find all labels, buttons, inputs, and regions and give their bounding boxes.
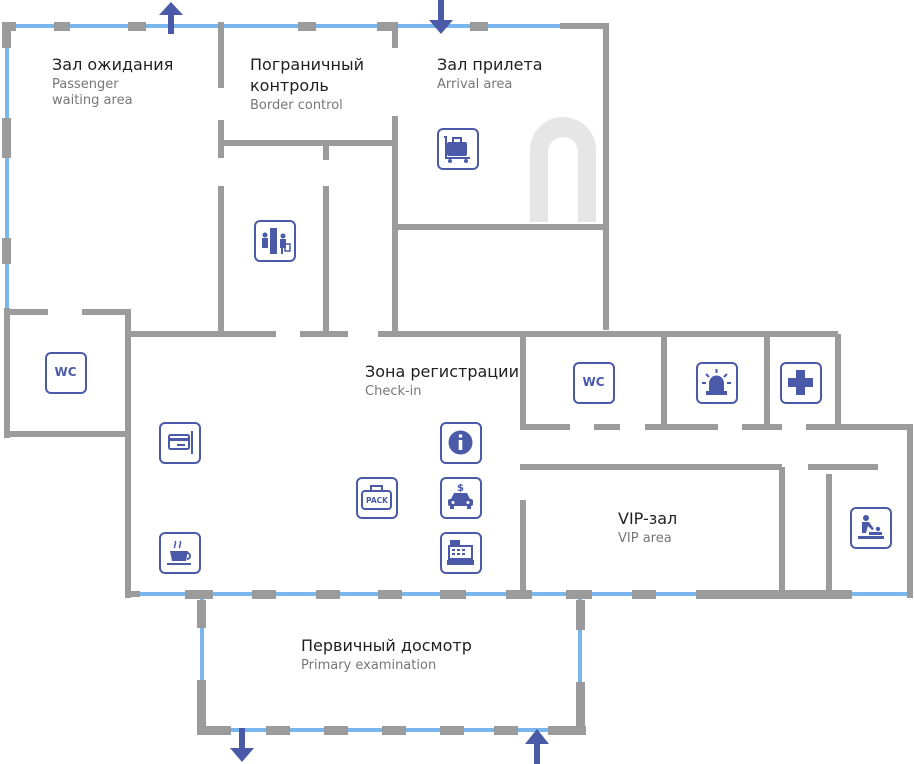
alarm-siren-icon <box>696 362 738 404</box>
room-label-arrival: Зал прилета Arrival area <box>437 54 543 93</box>
luggage-pack-icon: PACK <box>356 477 398 519</box>
room-name-en: Arrival area <box>437 77 513 92</box>
coffee-cup-icon <box>159 532 201 574</box>
escalator-ramp <box>530 117 596 222</box>
wc-icon-text: WC <box>54 365 77 379</box>
cash-register-icon <box>440 532 482 574</box>
room-name-ru: Зал прилета <box>437 55 543 74</box>
svg-text:$: $ <box>457 483 464 494</box>
room-name-ru-line2: контроль <box>250 76 329 95</box>
room-name-ru: Зона регистрации <box>365 362 519 381</box>
first-aid-cross-icon <box>780 362 822 404</box>
arrow-up-icon <box>525 729 549 764</box>
luggage-cart-icon <box>437 128 479 170</box>
room-name-en: Check-in <box>365 384 422 399</box>
wc-icon-text: WC <box>582 375 605 389</box>
room-name-en: Primary examination <box>301 658 437 673</box>
solid-walls <box>4 22 913 598</box>
wall-joint-blocks <box>2 22 852 735</box>
room-name-ru: Зал ожидания <box>52 55 174 74</box>
info-icon <box>440 422 482 464</box>
room-label-waiting: Зал ожидания Passenger waiting area <box>52 54 173 109</box>
room-name-ru: Первичный досмотр <box>301 636 472 655</box>
wc-icon: WC <box>573 362 615 404</box>
arrow-down-icon <box>429 0 453 34</box>
baby-changing-icon <box>850 507 892 549</box>
room-name-ru: VIP-зал <box>618 509 678 528</box>
room-name-en: Border control <box>250 98 343 113</box>
pack-icon-text: PACK <box>366 496 388 505</box>
room-label-primary: Первичный досмотр Primary examination <box>301 635 472 674</box>
room-label-vip: VIP-зал VIP area <box>618 508 677 547</box>
atm-card-icon <box>159 422 201 464</box>
arrow-down-icon <box>230 728 254 762</box>
passport-control-icon <box>254 220 296 262</box>
room-name-en-line2: waiting area <box>52 93 133 108</box>
wc-icon: WC <box>45 352 87 394</box>
room-name-ru-line1: Пограничный <box>250 55 364 74</box>
room-label-border: Пограничный контроль Border control <box>250 54 364 114</box>
room-label-checkin: Зона регистрации Check-in <box>365 361 519 400</box>
room-name-en: Passenger waiting area <box>52 77 173 109</box>
room-name-en: VIP area <box>618 531 672 546</box>
room-name-en-line1: Passenger <box>52 77 119 92</box>
taxi-icon: $ <box>440 477 482 519</box>
arrow-up-icon <box>159 2 183 34</box>
